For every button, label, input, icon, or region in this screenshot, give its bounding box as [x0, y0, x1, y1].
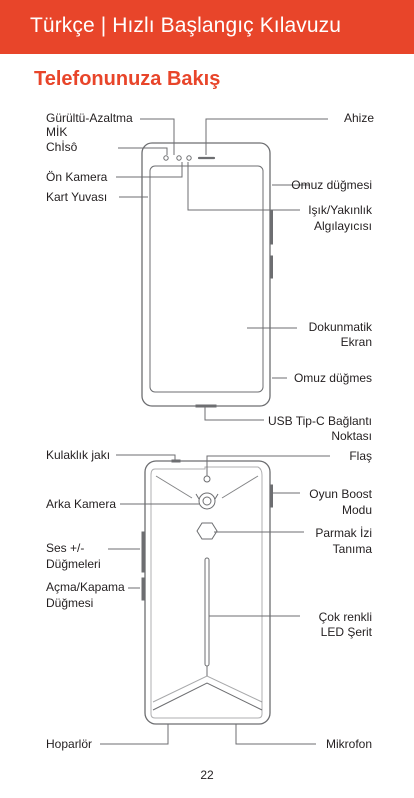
game-boost-button [269, 484, 273, 508]
front-side-button [269, 209, 273, 245]
label-volume: Ses +/- [46, 541, 85, 555]
headphone-jack [171, 459, 181, 463]
label-light-sensor-2: Algılayıcısı [313, 219, 372, 233]
back-panel-outline [150, 466, 263, 719]
front-camera-icon [163, 155, 169, 161]
label-light-sensor: Işık/Yakınlık [308, 203, 372, 217]
label-microphone: Mikrofon [325, 737, 372, 751]
back-phone-body [144, 460, 271, 725]
label-card-slot: Kart Yuvası [46, 190, 108, 204]
label-speaker: Hoparlör [46, 737, 93, 751]
rear-camera-icon [198, 492, 216, 510]
header-title: Türkçe | Hızlı Başlangıç Kılavuzu [30, 14, 342, 37]
label-rear-camera: Arka Kamera [46, 497, 117, 511]
label-game-boost: Oyun Boost [309, 487, 372, 501]
label-headphone-jack: Kulaklık jakı [46, 448, 111, 462]
label-fingerprint-2: Tanıma [332, 542, 372, 556]
label-touch-screen: Dokunmatik [308, 320, 372, 334]
label-chiso: Chİsô [46, 140, 78, 154]
label-noise-mic: Gürültü-Azaltma [46, 111, 133, 125]
header-band [0, 0, 414, 54]
label-shoulder-button-top: Omuz düğmesi [291, 178, 372, 192]
label-touch-screen-2: Ekran [340, 335, 372, 349]
label-led-strip: Çok renkli [318, 610, 372, 624]
sensor-dot-icon [186, 155, 192, 161]
front-phone-screen [149, 165, 264, 393]
label-usb-port: USB Tip-C Bağlantı [267, 414, 372, 428]
label-volume-2: Düğmeleri [46, 557, 101, 571]
label-earpiece: Ahize [343, 111, 374, 125]
page-number: 22 [200, 768, 214, 782]
section-title: Telefonunuza Bakış [34, 68, 221, 90]
label-led-strip-2: LED Şerit [320, 625, 372, 639]
volume-button [141, 531, 145, 573]
label-front-camera: Ön Kamera [46, 170, 108, 184]
label-noise-mic-2: MİK [46, 125, 68, 139]
label-flash: Flaş [349, 449, 372, 463]
led-strip [204, 557, 210, 667]
flash-icon [203, 475, 211, 483]
label-power-2: Düğmesi [46, 596, 94, 610]
front-side-button [269, 255, 273, 279]
label-fingerprint: Parmak İzi [315, 526, 372, 540]
label-usb-port-2: Noktası [331, 429, 372, 443]
front-usb-port [195, 404, 217, 408]
label-shoulder-button: Omuz düğmes [293, 371, 372, 385]
sensor-dot-icon [176, 155, 182, 161]
power-button [141, 577, 145, 601]
label-power: Açma/Kapama [46, 580, 125, 594]
label-game-boost-2: Modu [341, 503, 372, 517]
front-phone-body [141, 142, 271, 407]
fingerprint-sensor-icon [196, 522, 218, 540]
